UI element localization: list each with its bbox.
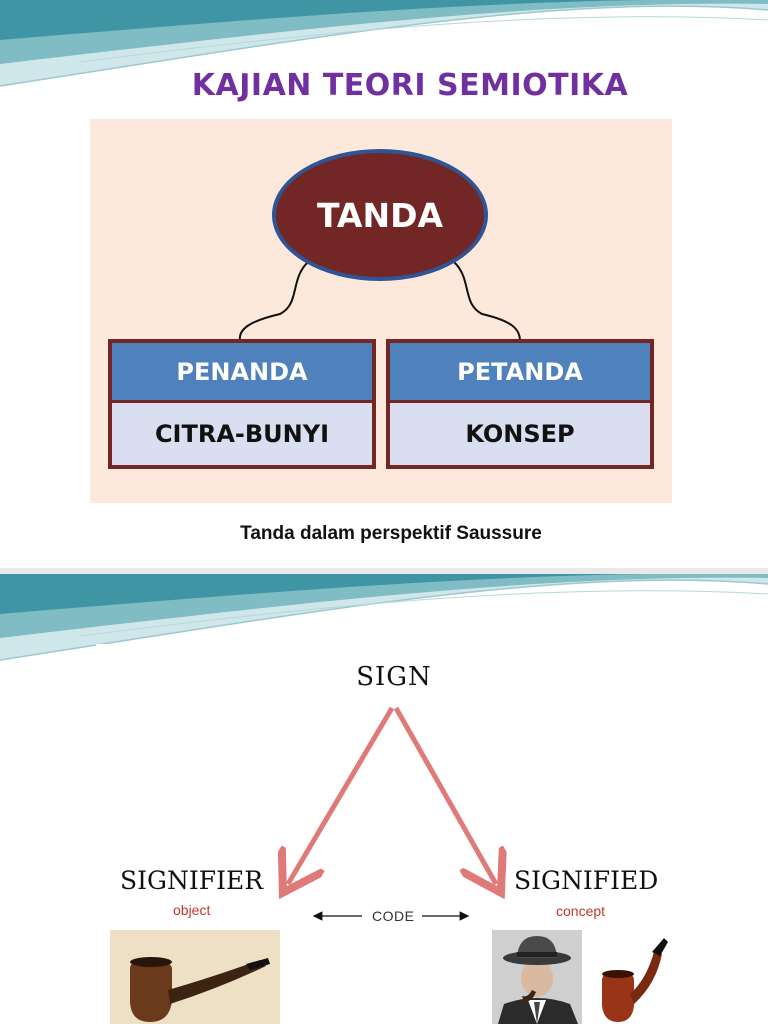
petanda-label: PETANDA [390, 343, 650, 403]
tanda-label: TANDA [316, 195, 444, 235]
tanda-node: TANDA [272, 149, 488, 281]
slide-divider [0, 568, 768, 574]
wave-decoration-icon [0, 574, 768, 661]
penanda-label: PENANDA [112, 343, 372, 403]
sign-arrows [96, 706, 682, 921]
code-label: CODE [372, 908, 415, 924]
connector-lines [238, 261, 521, 342]
arrow-to-signifier [288, 706, 395, 884]
slide-title: KAJIAN TEORI SEMIOTIKA [191, 68, 629, 103]
tanda-diagram: TANDA PENANDA CITRA-BUNYI PETANDA KONSEP [90, 119, 672, 503]
sign-label: SIGN [356, 662, 432, 692]
slide-2: SIGN SIGNIFIER object SIGNIFIED concept … [0, 574, 768, 1024]
penanda-box: PENANDA CITRA-BUNYI [108, 339, 376, 469]
wave-decoration-icon [0, 0, 768, 87]
pipe-image-icon [110, 930, 280, 1024]
man-with-hat-image-icon [492, 930, 582, 1024]
slide-1: KAJIAN TEORI SEMIOTIKA TANDA PENANDA CIT… [0, 0, 768, 544]
sign-diagram: SIGN SIGNIFIER object SIGNIFIED concept … [96, 644, 682, 1024]
object-label: object [173, 902, 211, 918]
citra-bunyi-label: CITRA-BUNYI [154, 420, 330, 448]
signified-label: SIGNIFIED [514, 866, 659, 895]
petanda-box: PETANDA KONSEP [386, 339, 654, 469]
arrow-to-signified [393, 706, 496, 884]
signifier-label: SIGNIFIER [120, 866, 264, 895]
konsep-label: KONSEP [465, 420, 575, 448]
concept-label: concept [556, 903, 606, 919]
diagram-caption: Tanda dalam perspektif Saussure [240, 523, 542, 544]
pipe-image-icon [590, 930, 670, 1024]
